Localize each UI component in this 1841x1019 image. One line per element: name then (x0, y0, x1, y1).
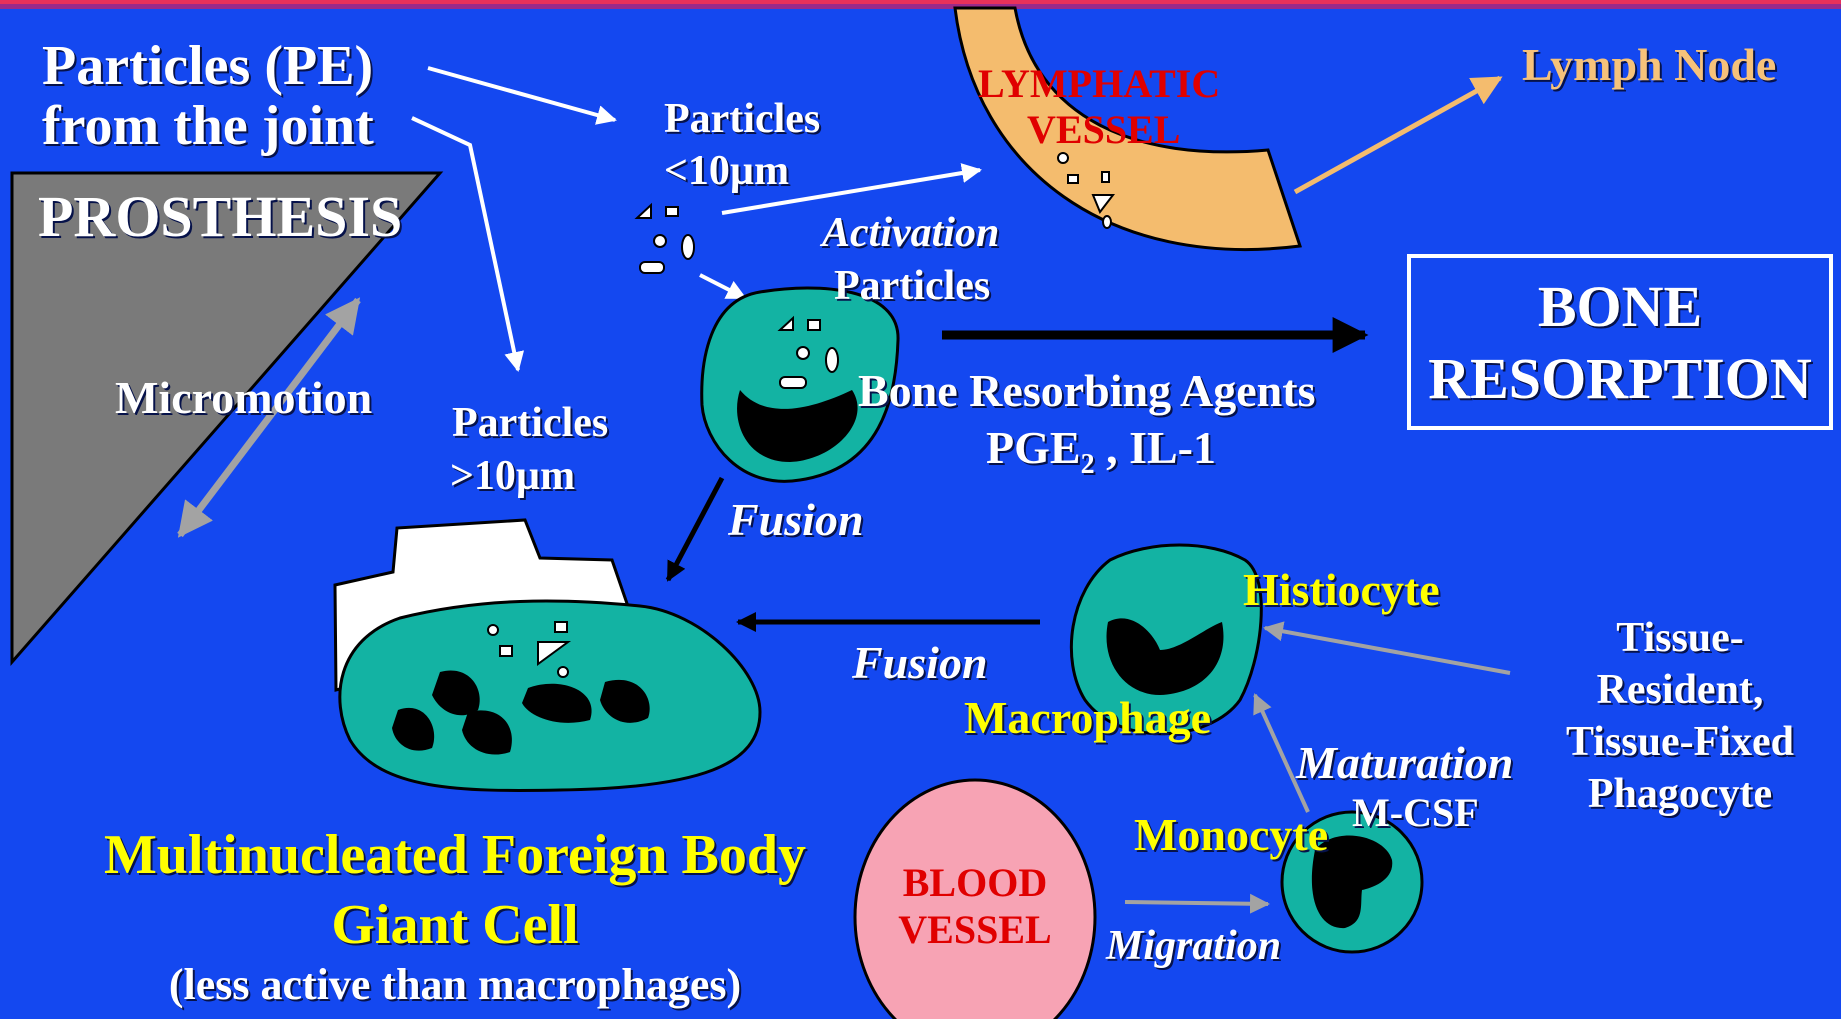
particles-pe-label: Particles (PE) (42, 38, 373, 94)
fusion-upper-label: Fusion (728, 497, 864, 543)
particles-large-size-label: >10µm (450, 455, 575, 497)
particles-large-label: Particles (452, 402, 608, 444)
blood-vessel-label: VESSEL (875, 910, 1075, 950)
tissue-label-line2: Resident, (1540, 669, 1820, 711)
migration-label: Migration (1106, 925, 1281, 967)
tissue-label-line1: Tissue- (1540, 617, 1820, 659)
particles-small-label: Particles (664, 98, 820, 140)
giant-cell-title: Multinucleated Foreign Body (20, 827, 890, 883)
giant-cell-title-line2: Giant Cell (20, 897, 890, 953)
bone-resorbing-agents-label: Bone Resorbing Agents (858, 368, 1315, 414)
micromotion-label: Micromotion (115, 375, 372, 421)
prosthesis-label: PROSTHESIS (38, 188, 402, 246)
free-particles (637, 205, 694, 273)
from-the-joint-label: from the joint (42, 98, 374, 154)
giant-cell-note: (less active than macrophages) (20, 963, 890, 1007)
mcsf-label: M-CSF (1352, 793, 1479, 833)
bone-label: BONE (1409, 278, 1831, 336)
fusion-lower-label: Fusion (852, 640, 988, 686)
activation-particles-label: Particles (834, 265, 990, 307)
monocyte-label: Monocyte (1134, 812, 1328, 858)
tissue-label-line4: Phagocyte (1540, 773, 1820, 815)
lymphatic-vessel-label: VESSEL (1027, 110, 1180, 150)
tissue-label-line3: Tissue-Fixed (1540, 721, 1820, 763)
maturation-label: Maturation (1296, 740, 1513, 786)
blood-label: BLOOD (875, 863, 1075, 903)
activation-label: Activation (822, 212, 999, 254)
particles-small-size-label: <10µm (664, 150, 789, 192)
lymph-node-label: Lymph Node (1522, 42, 1776, 88)
histiocyte-label: Histiocyte (1243, 567, 1440, 613)
resorption-label: RESORPTION (1409, 350, 1831, 408)
macrophage-label: Macrophage (964, 695, 1211, 741)
lymphatic-label: LYMPHATIC (978, 64, 1220, 104)
lymph-node-arrow (1295, 78, 1500, 192)
pge-il1-label: PGE2 , IL-1 (986, 425, 1216, 479)
